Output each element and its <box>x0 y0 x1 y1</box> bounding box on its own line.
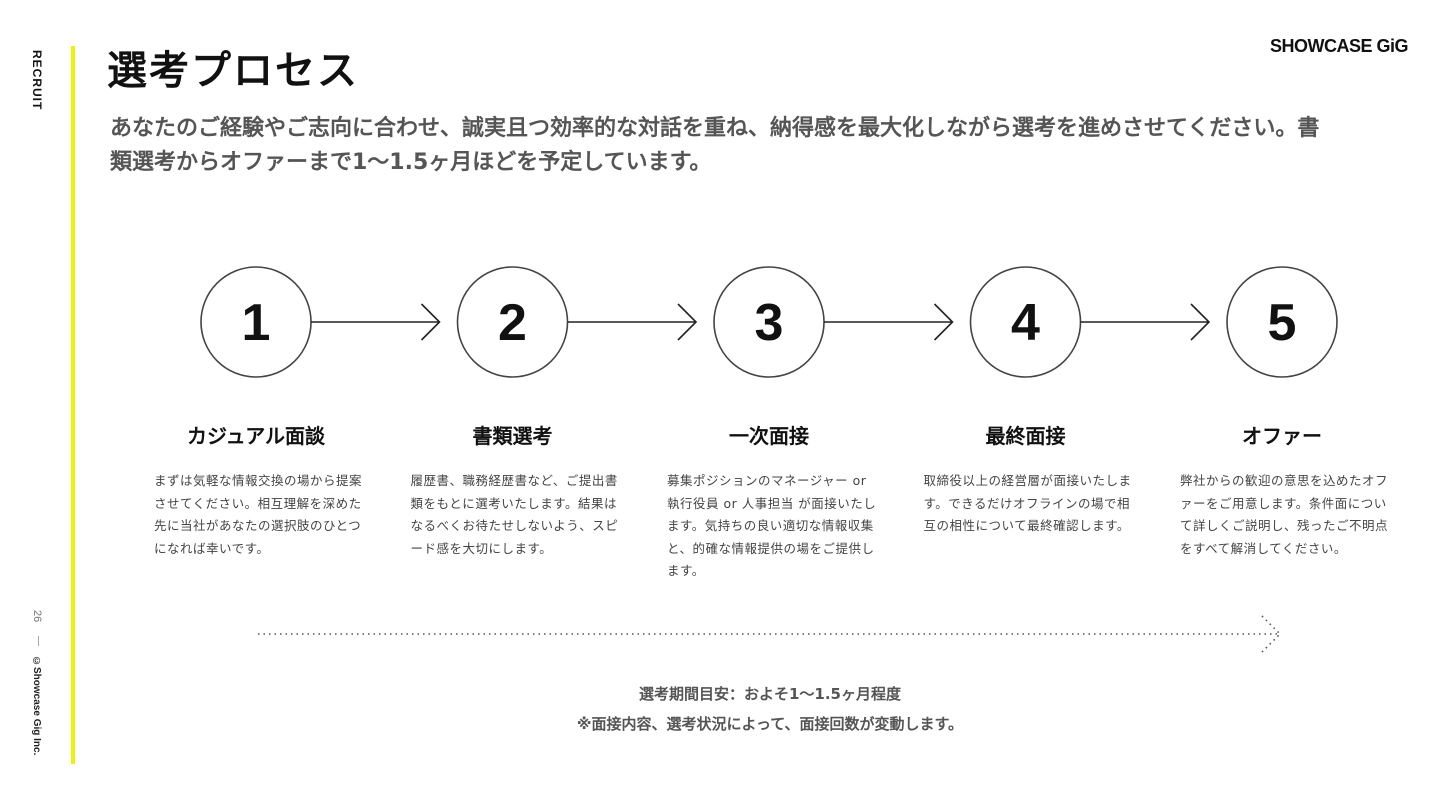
step-arrow <box>824 303 954 341</box>
step-title: 書類選考 <box>472 424 553 448</box>
step-title: カジュアル面談 <box>187 424 325 448</box>
step-number: 2 <box>498 294 527 352</box>
step-arrow <box>311 303 441 341</box>
page-number: 26 <box>31 610 43 623</box>
side-divider <box>38 636 39 646</box>
step-description: 履歴書、職務経歴書など、ご提出書類をもとに選考いたします。結果はなるべくお待たせ… <box>410 473 619 556</box>
step-circle <box>1226 266 1338 378</box>
step-description: 弊社からの歓迎の意思を込めたオファーをご用意します。条件面について詳しくご説明し… <box>1180 473 1389 556</box>
step-arrow <box>567 303 698 341</box>
period-note: ※面接内容、選考状況によって、面接回数が変動します。 <box>576 715 964 733</box>
step-description: 取締役以上の経営層が面接いたします。できるだけオフラインの場で相互の相性について… <box>923 473 1132 533</box>
step-description: まずは気軽な情報交換の場から提案させてください。相互理解を深めた先に当社があなた… <box>154 473 363 556</box>
accent-line <box>71 46 75 764</box>
company-logo: SHOWCASE GiG <box>1269 36 1409 56</box>
step-description: 募集ポジションのマネージャー or 執行役員 or 人事担当 が面接いたします。… <box>667 473 877 578</box>
step-number: 5 <box>1268 294 1297 352</box>
step-number: 4 <box>1011 294 1040 352</box>
step-number: 1 <box>242 294 271 352</box>
step-arrow <box>1080 303 1211 341</box>
step-number: 3 <box>755 294 784 352</box>
copyright: ©Showcase Gig Inc. <box>31 656 42 756</box>
step-title: 一次面接 <box>729 424 809 448</box>
step-title: オファー <box>1242 424 1322 448</box>
period-estimate: 選考期間目安：およそ1〜1.5ヶ月程度 <box>638 685 901 703</box>
page-title: 選考プロセス <box>107 48 359 94</box>
lead-text: あなたのご経験やご志向に合わせ、誠実且つ効率的な対話を重ね、納得感を最大化しなが… <box>110 116 1320 175</box>
step-title: 最終面接 <box>985 424 1066 448</box>
section-label: RECRUIT <box>30 50 44 111</box>
